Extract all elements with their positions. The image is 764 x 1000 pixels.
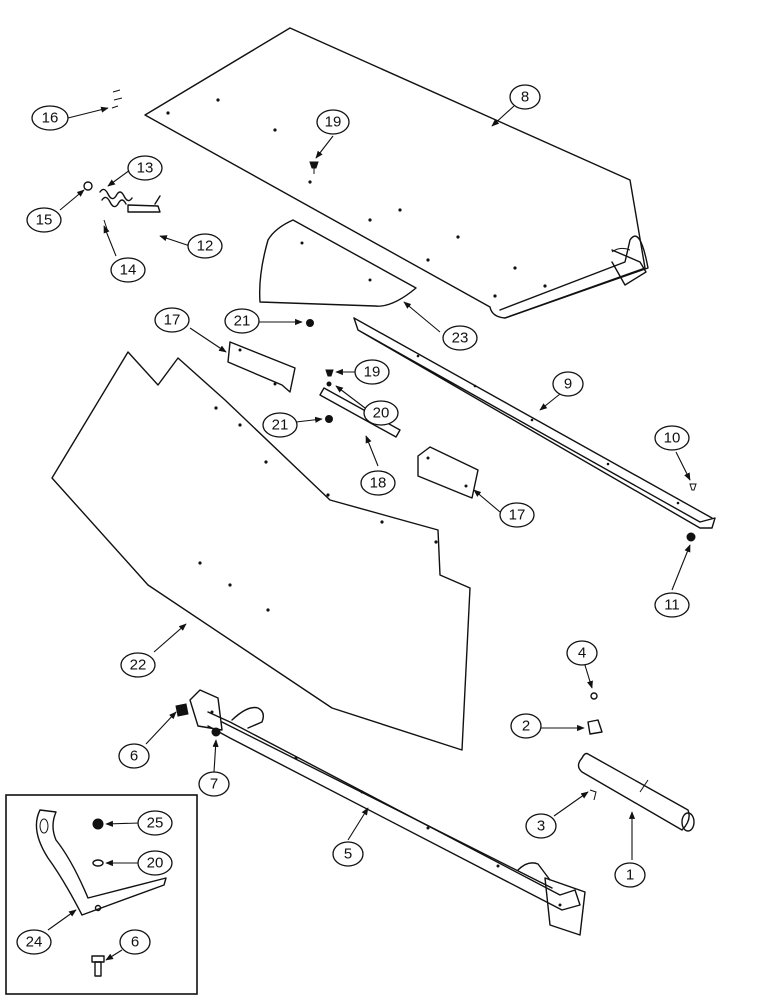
hardware-upper	[306, 161, 697, 542]
callout-label: 17	[164, 312, 181, 329]
callout-4: 4	[566, 640, 598, 666]
bracket-plate-upper	[227, 341, 296, 393]
callout-9: 9	[552, 371, 584, 397]
callout-22: 22	[120, 652, 156, 678]
callout-label: 21	[234, 313, 251, 330]
callout-label: 19	[364, 364, 381, 381]
callout-label: 18	[370, 475, 387, 492]
callout-label: 25	[147, 815, 164, 832]
callout-label: 20	[147, 855, 164, 872]
callout-label: 17	[509, 507, 526, 524]
callout-24: 24	[16, 929, 52, 955]
callout-20-inset: 20	[137, 850, 173, 876]
callout-10: 10	[654, 425, 690, 451]
detail-inset	[5, 794, 198, 995]
top-cover-panel	[144, 27, 649, 319]
callout-20-mid: 20	[363, 400, 399, 426]
callout-6-inset: 6	[119, 929, 151, 955]
callout-11: 11	[654, 592, 690, 618]
latch-hardware	[83, 89, 161, 233]
small-panel	[258, 219, 417, 307]
bracket-plate-lower	[417, 446, 479, 499]
callout-label: 7	[210, 776, 218, 793]
callout-19-top: 19	[316, 109, 350, 135]
callout-23: 23	[442, 325, 478, 351]
callout-13: 13	[127, 155, 163, 181]
callout-label: 8	[521, 89, 529, 106]
callout-label: 6	[131, 934, 139, 951]
frame-hardware	[175, 703, 221, 737]
callout-label: 19	[325, 114, 342, 131]
callout-17-top: 17	[154, 307, 190, 333]
callout-2: 2	[510, 713, 542, 739]
callout-label: 21	[272, 417, 289, 434]
callout-label: 5	[344, 846, 352, 863]
callout-25: 25	[137, 810, 173, 836]
callout-label: 6	[130, 748, 138, 765]
callout-21-mid: 21	[262, 412, 298, 438]
callout-label: 9	[564, 376, 572, 393]
main-frame-bar	[189, 689, 586, 936]
callout-16: 16	[31, 105, 69, 131]
callout-8: 8	[509, 84, 541, 110]
callout-label: 14	[120, 262, 137, 279]
callout-label: 2	[522, 718, 530, 735]
callout-1: 1	[614, 862, 646, 888]
callout-label: 15	[36, 212, 53, 229]
callout-label: 13	[137, 160, 154, 177]
angle-strip	[353, 317, 716, 529]
callout-label: 23	[452, 330, 469, 347]
callout-3: 3	[525, 813, 557, 839]
callout-label: 11	[664, 597, 680, 614]
large-shield-panel	[51, 351, 471, 751]
callout-19-mid: 19	[354, 359, 390, 385]
callout-17-bottom: 17	[499, 502, 535, 528]
leader-lines	[47, 105, 691, 961]
callout-label: 20	[373, 405, 390, 422]
callout-label: 1	[626, 867, 634, 884]
callout-label: 4	[578, 645, 586, 662]
callout-label: 12	[197, 238, 214, 255]
callout-label: 10	[664, 430, 681, 447]
callout-5: 5	[332, 841, 364, 867]
callout-15: 15	[26, 207, 62, 233]
callout-label: 22	[130, 657, 147, 674]
callout-14: 14	[110, 257, 146, 283]
callout-label: 3	[537, 818, 545, 835]
callout-label: 24	[26, 934, 43, 951]
callout-7: 7	[198, 771, 230, 797]
callout-18: 18	[360, 470, 396, 496]
handle-tube	[577, 692, 695, 832]
callout-6-main: 6	[118, 743, 150, 769]
callout-21-top: 21	[224, 308, 260, 334]
callout-12: 12	[187, 233, 223, 259]
callout-label: 16	[42, 110, 59, 127]
